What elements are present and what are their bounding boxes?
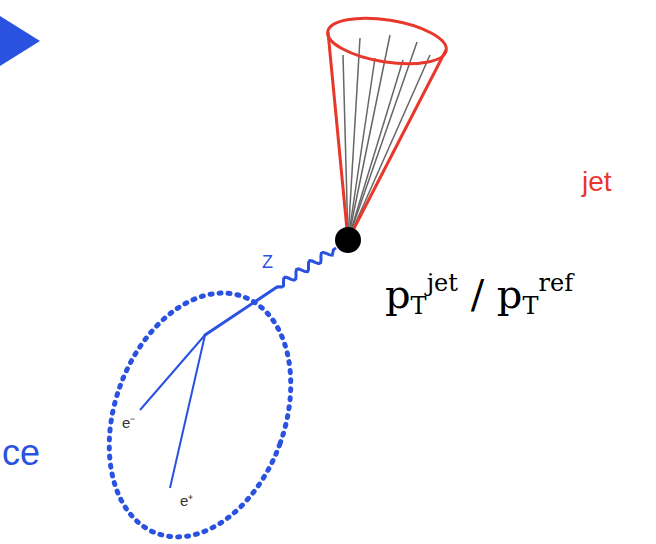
particle-label: e⁻ <box>122 414 135 431</box>
cone-mouth <box>324 11 449 71</box>
cone-edge <box>348 50 446 240</box>
boson-label: Z <box>262 252 273 273</box>
ratio-label: pTjet / pTref <box>385 270 573 320</box>
jet-label: jet <box>582 166 612 198</box>
node-outline <box>335 10 455 253</box>
jet-cone: jet <box>335 10 455 253</box>
arrow-head <box>0 16 40 66</box>
cone-edge <box>328 32 348 240</box>
track-line <box>348 55 430 240</box>
positron-line <box>170 335 205 488</box>
jet-cone-shape <box>324 11 449 253</box>
electron-line <box>140 335 205 410</box>
particle-label: e⁺ <box>180 492 193 509</box>
track-line <box>348 42 417 240</box>
dotted-ellipse <box>77 268 323 544</box>
reference-ellipse: e⁻ e⁺ <box>105 287 295 543</box>
cut-label: ce <box>2 432 40 473</box>
vertex-dot <box>335 227 361 253</box>
boson-propagator <box>277 249 335 287</box>
